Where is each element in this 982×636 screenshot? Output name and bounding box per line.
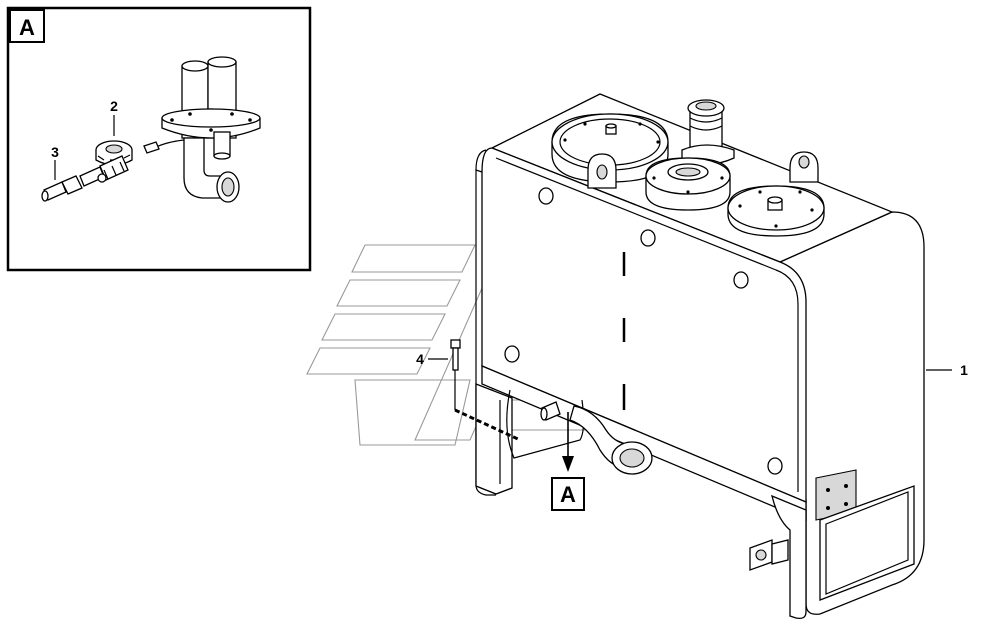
drain-port bbox=[749, 539, 789, 571]
tank-cover-left bbox=[551, 113, 669, 183]
callout-3: 3 bbox=[51, 144, 59, 180]
side-panel bbox=[819, 485, 915, 601]
callout-2: 2 bbox=[110, 98, 118, 136]
detail-label: A bbox=[19, 15, 35, 40]
view-marker-label: A bbox=[560, 482, 576, 507]
callout-1-label: 1 bbox=[960, 362, 968, 378]
fitting-part-3 bbox=[41, 155, 129, 202]
filler-flange bbox=[645, 157, 731, 211]
lifting-eye-right bbox=[789, 151, 819, 183]
breather-cap bbox=[681, 99, 735, 165]
bolt-part-4 bbox=[450, 339, 521, 442]
mounting-bosses bbox=[504, 187, 783, 475]
callout-3-label: 3 bbox=[51, 144, 59, 160]
callout-4-label: 4 bbox=[416, 351, 424, 367]
sensor-assembly bbox=[143, 56, 261, 203]
view-marker-box bbox=[551, 477, 585, 511]
hydraulic-tank bbox=[450, 93, 925, 620]
callout-1: 1 bbox=[926, 362, 968, 378]
callout-4: 4 bbox=[416, 351, 448, 367]
callout-2-label: 2 bbox=[110, 98, 118, 114]
detail-frame bbox=[6, 6, 312, 272]
nut-part-2 bbox=[95, 140, 133, 166]
lifting-eye-left bbox=[587, 153, 617, 189]
tank-cover-right bbox=[727, 185, 825, 237]
detail-label-box bbox=[9, 9, 45, 43]
view-marker-a: A bbox=[551, 412, 585, 511]
detail-view-a: A bbox=[6, 6, 312, 272]
